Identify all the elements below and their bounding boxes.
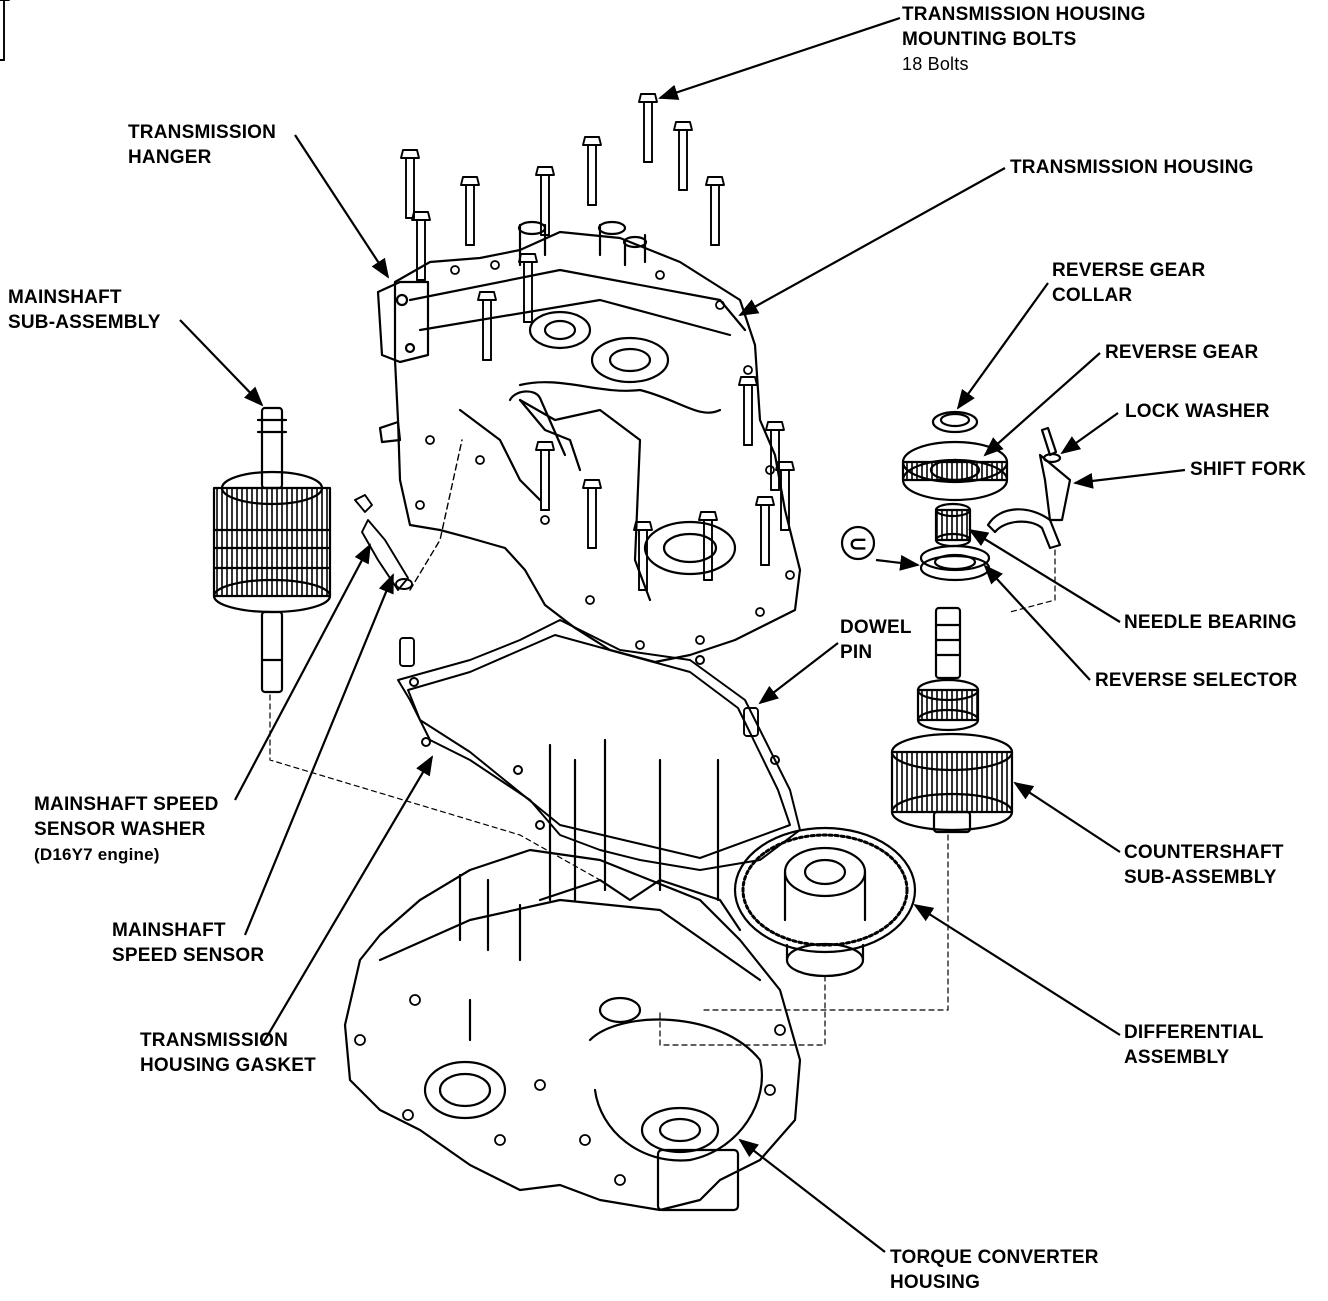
mainshaft-sub-assembly — [212, 406, 332, 694]
leader-lines — [179, 16, 1186, 1253]
housing-mounting-bolts — [0, 0, 795, 591]
transmission-housing-gasket — [397, 619, 801, 871]
label-speed-sensor-washer: MAINSHAFT SPEED SENSOR WASHER (D16Y7 eng… — [34, 794, 219, 864]
label-reverse-selector: REVERSE SELECTOR — [1095, 670, 1298, 691]
label-mainshaft-sub-assembly: MAINSHAFT SUB-ASSEMBLY — [8, 287, 161, 333]
reverse-gear-collar — [931, 410, 979, 434]
label-reverse-gear: REVERSE GEAR — [1105, 342, 1259, 363]
label-transmission-hanger: TRANSMISSION HANGER — [128, 122, 277, 168]
torque-converter-housing — [343, 738, 802, 1212]
mainshaft-speed-sensor — [354, 439, 463, 591]
dowel-pin — [399, 637, 759, 737]
label-shift-fork: SHIFT FORK — [1190, 459, 1306, 480]
label-countershaft-sub-assembly: COUNTERSHAFT SUB-ASSEMBLY — [1124, 842, 1284, 888]
label-reverse-gear-collar: REVERSE GEAR COLLAR — [1052, 260, 1206, 306]
reverse-selector — [919, 544, 991, 582]
label-housing-bolts: TRANSMISSION HOUSING MOUNTING BOLTS 18 B… — [902, 4, 1146, 74]
replace-symbol-glyph: ⊂ — [849, 531, 867, 556]
countershaft-sub-assembly — [890, 606, 1014, 834]
label-lock-washer: LOCK WASHER — [1125, 401, 1270, 422]
label-torque-converter-housing: TORQUE CONVERTER HOUSING — [890, 1247, 1099, 1293]
label-needle-bearing: NEEDLE BEARING — [1124, 612, 1297, 633]
label-dowel-pin: DOWEL PIN — [840, 617, 912, 663]
shift-fork — [986, 426, 1072, 550]
label-mainshaft-speed-sensor: MAINSHAFT SPEED SENSOR — [112, 920, 265, 966]
differential-assembly — [733, 826, 917, 978]
label-differential-assembly: DIFFERENTIAL ASSEMBLY — [1124, 1022, 1264, 1068]
label-transmission-housing-gasket: TRANSMISSION HOUSING GASKET — [140, 1030, 316, 1076]
reverse-gear — [901, 440, 1009, 502]
needle-bearing — [934, 502, 972, 548]
label-transmission-housing: TRANSMISSION HOUSING — [1010, 157, 1254, 178]
replace-symbol — [840, 525, 876, 561]
transmission-housing — [376, 220, 802, 664]
